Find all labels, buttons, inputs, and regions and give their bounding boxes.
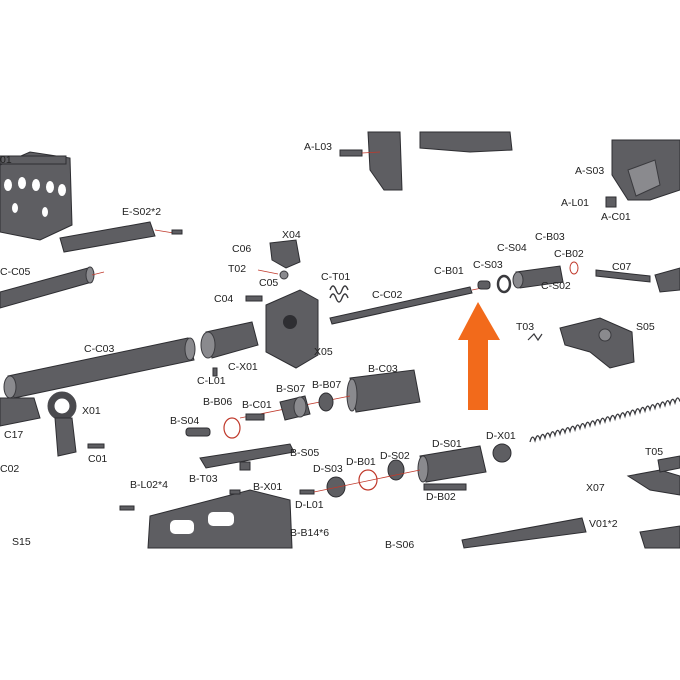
label-c-b02: C-B02: [554, 248, 584, 260]
label-c01: C01: [88, 453, 107, 465]
label-d-s03: D-S03: [313, 463, 343, 475]
plate-b-s05: [199, 443, 295, 471]
label-b-b14: B-B14*6: [290, 527, 329, 539]
label-b-s07: B-S07: [276, 383, 305, 395]
tube-c-c05: [0, 266, 105, 309]
label-a-c01: A-C01: [601, 211, 631, 223]
label-c06: C06: [232, 243, 251, 255]
label-d-b01: D-B01: [346, 456, 376, 468]
label-c-l01: C-L01: [197, 375, 226, 387]
label-c-x01: C-X01: [228, 361, 258, 373]
label-e-s02: E-S02*2: [122, 206, 161, 218]
arrow-up-icon: [458, 302, 500, 410]
label-t05: T05: [645, 446, 663, 458]
label-s15: S15: [12, 536, 31, 548]
o-ring-b-b06: [185, 413, 265, 439]
label-t02: T02: [228, 263, 246, 275]
label-c-c03: C-C03: [84, 343, 115, 355]
rod-c-c02: [329, 286, 483, 325]
label-top-left: 01: [0, 154, 12, 166]
label-d-l01: D-L01: [295, 499, 324, 511]
label-c02: C02: [0, 463, 19, 475]
spring-main: [529, 397, 680, 443]
label-c-b03: C-B03: [535, 231, 565, 243]
label-a-s03: A-S03: [575, 165, 604, 177]
label-b-s06: B-S06: [385, 539, 414, 551]
piston-head-parts: [477, 261, 579, 294]
washer-set-d: [299, 459, 421, 498]
latch-s05: [527, 317, 635, 369]
trigger-part: [605, 139, 680, 208]
label-b-s04: B-S04: [170, 415, 199, 427]
handguard-rail: [0, 151, 73, 241]
label-b-c01: B-C01: [242, 399, 272, 411]
spring-c-t01: [329, 285, 349, 303]
cylinder-c-c03: [3, 337, 196, 399]
label-c-c02: C-C02: [372, 289, 403, 301]
label-c05: C05: [259, 277, 278, 289]
label-d-b02: D-B02: [426, 491, 456, 503]
sleeve-c-x01: [200, 321, 259, 377]
label-c07: C07: [612, 261, 631, 273]
cylinder-d-s01: [417, 443, 512, 491]
label-b-t03: B-T03: [189, 473, 218, 485]
label-b-b07: B-B07: [312, 379, 341, 391]
label-c-b01: C-B01: [434, 265, 464, 277]
front-sight-x01: [0, 391, 105, 457]
part-labels: 01 A-L03 A-S03 A-L01 A-C01 E-S02*2 X04 C…: [0, 141, 663, 551]
label-b-c03: B-C03: [368, 363, 398, 375]
label-b-b06: B-B06: [203, 396, 232, 408]
label-b-x01: B-X01: [253, 481, 282, 493]
label-x04: X04: [282, 229, 301, 241]
label-d-s01: D-S01: [432, 438, 462, 450]
block-x05: [245, 289, 319, 369]
label-x01: X01: [82, 405, 101, 417]
lever-x04: [257, 239, 301, 280]
rail-v01: [461, 455, 680, 549]
upper-receiver-part: [339, 131, 513, 191]
label-b-l02: B-L02*4: [130, 479, 168, 491]
rail-segment: [59, 221, 183, 253]
label-a-l03: A-L03: [304, 141, 332, 153]
label-c-s02: C-S02: [541, 280, 571, 292]
label-x05: X05: [314, 346, 333, 358]
label-c-s03: C-S03: [473, 259, 503, 271]
nozzle-b-s07: [279, 392, 334, 421]
label-c-c05: C-C05: [0, 266, 31, 278]
label-s05: S05: [636, 321, 655, 333]
label-c-s04: C-S04: [497, 242, 527, 254]
label-b-s05: B-S05: [290, 447, 319, 459]
label-c-t01: C-T01: [321, 271, 350, 283]
label-t03: T03: [516, 321, 534, 333]
label-a-l01: A-L01: [561, 197, 589, 209]
lower-receiver: [119, 489, 293, 549]
pin-c07: [595, 267, 680, 293]
label-v01: V01*2: [589, 518, 618, 530]
label-c04: C04: [214, 293, 233, 305]
label-d-x01: D-X01: [486, 430, 516, 442]
label-d-s02: D-S02: [380, 450, 410, 462]
label-c17: C17: [4, 429, 23, 441]
label-x07: X07: [586, 482, 605, 494]
